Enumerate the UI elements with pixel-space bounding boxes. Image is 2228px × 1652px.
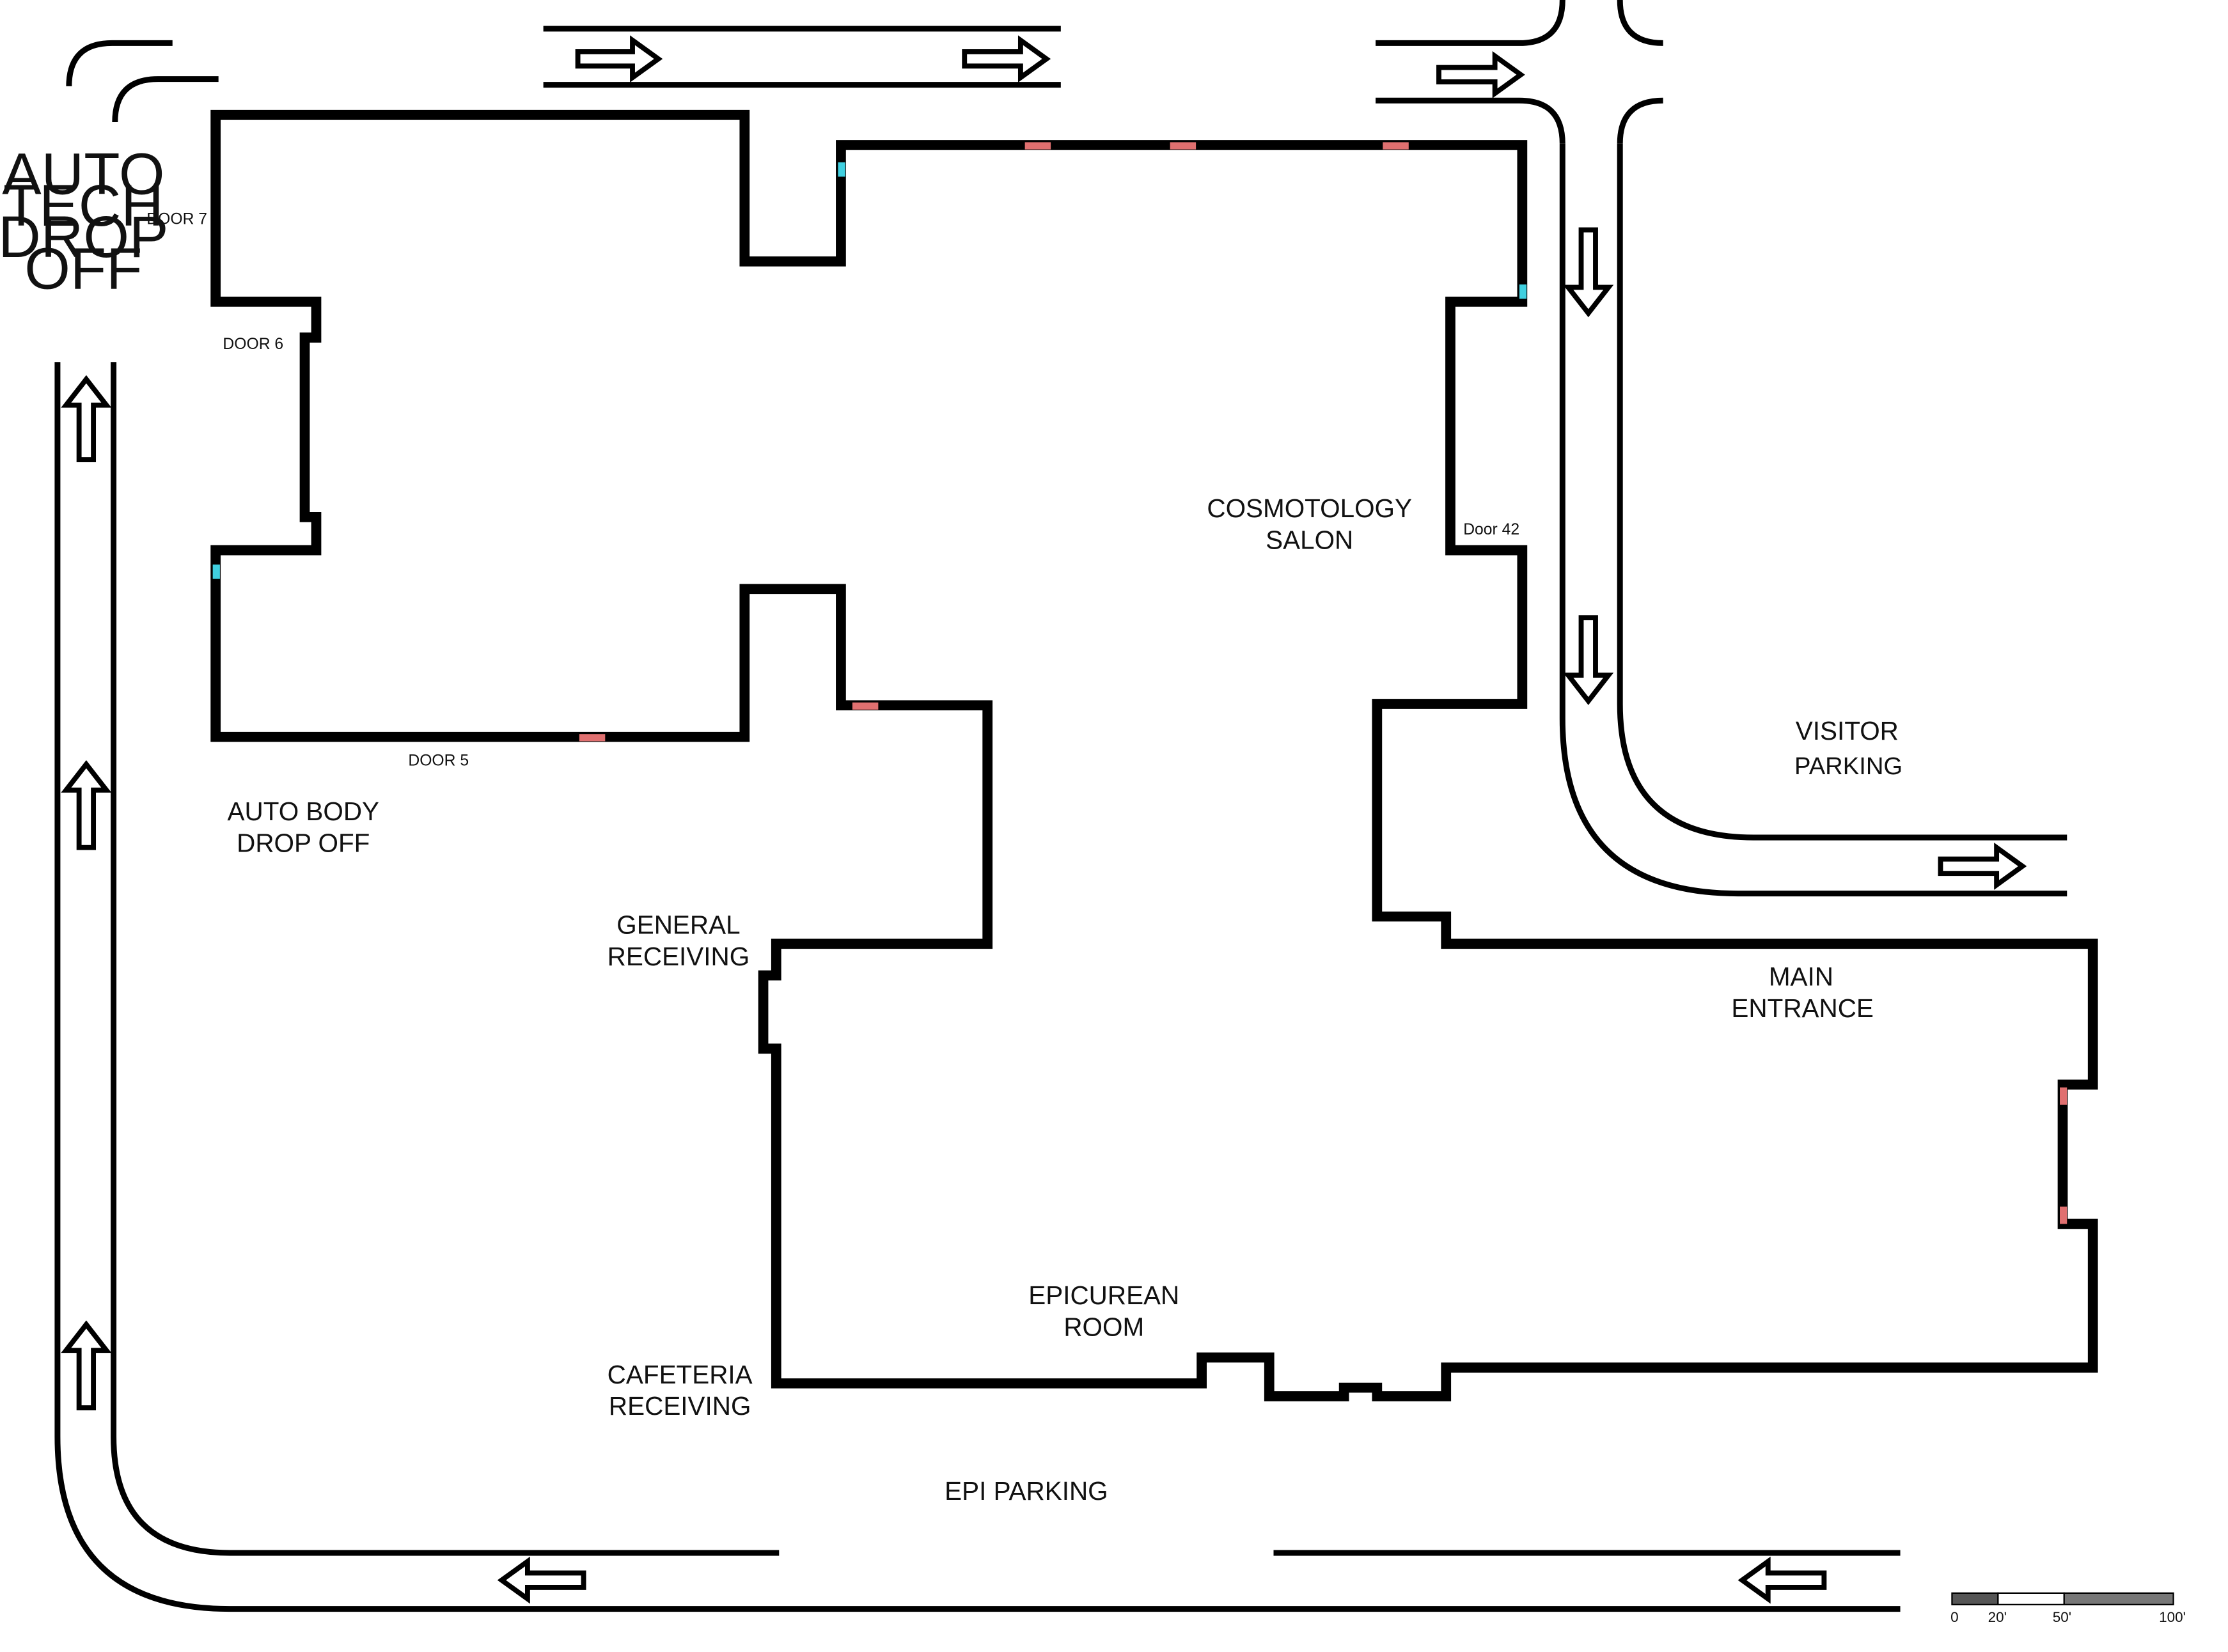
traffic-arrows [61, 35, 2027, 1604]
auto-tech-label-line4: OFF [24, 236, 142, 302]
general-receiving-label-line1: GENERAL [616, 910, 740, 940]
door-marker-north-3 [1383, 142, 1409, 150]
door-marker-east-1 [2060, 1087, 2067, 1105]
auto-body-label-line1: AUTO BODY [228, 797, 380, 826]
door-markers [212, 142, 2067, 1224]
right-road-arrow-1 [1563, 227, 1614, 318]
right-road-arrow-2 [1563, 615, 1614, 705]
top-left-curb-outer [66, 40, 173, 86]
auto-body-label-line2: DROP OFF [237, 828, 370, 857]
right-road-outer-edge [1559, 143, 2067, 897]
left-road-outer-edge [54, 362, 1901, 1612]
bottom-road-arrow-1 [497, 1556, 586, 1604]
top-road-arrow-2 [962, 35, 1051, 83]
building-outline [210, 109, 2098, 1401]
door-marker-north-2 [1170, 142, 1196, 150]
door-marker-cyan-3 [212, 565, 220, 579]
door-marker-south-2 [852, 702, 879, 710]
main-entrance-label-line2: ENTRANCE [1731, 994, 1873, 1023]
top-right-road-edge-upper [1376, 0, 1565, 46]
top-right-curb-right-lower [1617, 97, 1663, 144]
door-marker-south-1 [579, 734, 606, 742]
door-7-label: DOOR 7 [146, 211, 207, 228]
auto-tech-label-line2: TECH [3, 173, 164, 238]
epicurean-room-label-line1: EPICUREAN [1028, 1281, 1179, 1310]
door-42-label: Door 42 [1463, 521, 1519, 538]
main-entrance-label-line1: MAIN [1769, 962, 1833, 991]
scale-label-20: 20' [1988, 1609, 2007, 1625]
door-marker-cyan-2 [1519, 284, 1527, 299]
scale-bar: 0 20' 50' 100' [1950, 1592, 2186, 1625]
scale-label-0: 0 [1950, 1609, 1959, 1625]
visitor-parking-label-line1: VISITOR [1796, 716, 1899, 745]
top-right-curb-right [1617, 0, 1663, 46]
door-labels: DOOR 7 DOOR 6 DOOR 5 Door 42 [146, 211, 1519, 770]
auto-tech-label-line3: DROP [0, 204, 168, 270]
area-labels: AUTO TECH DROP OFF AUTO BODY DROP OFF GE… [0, 141, 1902, 1505]
roads [54, 0, 2067, 1612]
scale-bar-segment-3 [2063, 1592, 2174, 1605]
top-right-road-arrow [1436, 51, 1525, 98]
scale-label-50: 50' [2053, 1609, 2071, 1625]
epicurean-room-label-line2: ROOM [1063, 1313, 1144, 1342]
top-road-arrow-1 [575, 35, 663, 83]
left-road-arrow-2 [61, 760, 112, 850]
door-marker-east-2 [2060, 1206, 2067, 1224]
left-road-arrow-1 [61, 375, 112, 462]
auto-tech-label-line1: AUTO [2, 141, 164, 207]
left-road-inner-edge [111, 362, 780, 1556]
scale-bar-segment-2 [1997, 1592, 2065, 1605]
top-right-road-edge-lower [1376, 97, 1565, 144]
visitor-parking-label-line2: PARKING [1794, 752, 1902, 780]
scale-label-100: 100' [2159, 1609, 2186, 1625]
cosmotology-salon-label-line1: COSMOTOLOGY [1207, 494, 1412, 523]
cosmotology-salon-label-line2: SALON [1266, 525, 1353, 554]
cafeteria-receiving-label-line2: RECEIVING [609, 1391, 751, 1421]
top-left-curb-inner [112, 76, 219, 123]
right-road-inner-edge [1617, 143, 2067, 841]
visitor-road-arrow [1938, 843, 2027, 890]
general-receiving-label-line2: RECEIVING [608, 942, 749, 971]
epi-parking-label: EPI PARKING [945, 1476, 1108, 1506]
door-marker-cyan-1 [838, 162, 845, 177]
scale-bar-segment-1 [1951, 1592, 1999, 1605]
door-6-label: DOOR 6 [223, 336, 283, 353]
door-5-label: DOOR 5 [408, 752, 469, 770]
left-road-arrow-3 [61, 1320, 112, 1410]
bottom-road-arrow-2 [1738, 1556, 1827, 1604]
door-marker-north-1 [1024, 142, 1051, 150]
cafeteria-receiving-label-line1: CAFETERIA [608, 1360, 753, 1389]
north-wing-wall [210, 109, 2098, 1401]
